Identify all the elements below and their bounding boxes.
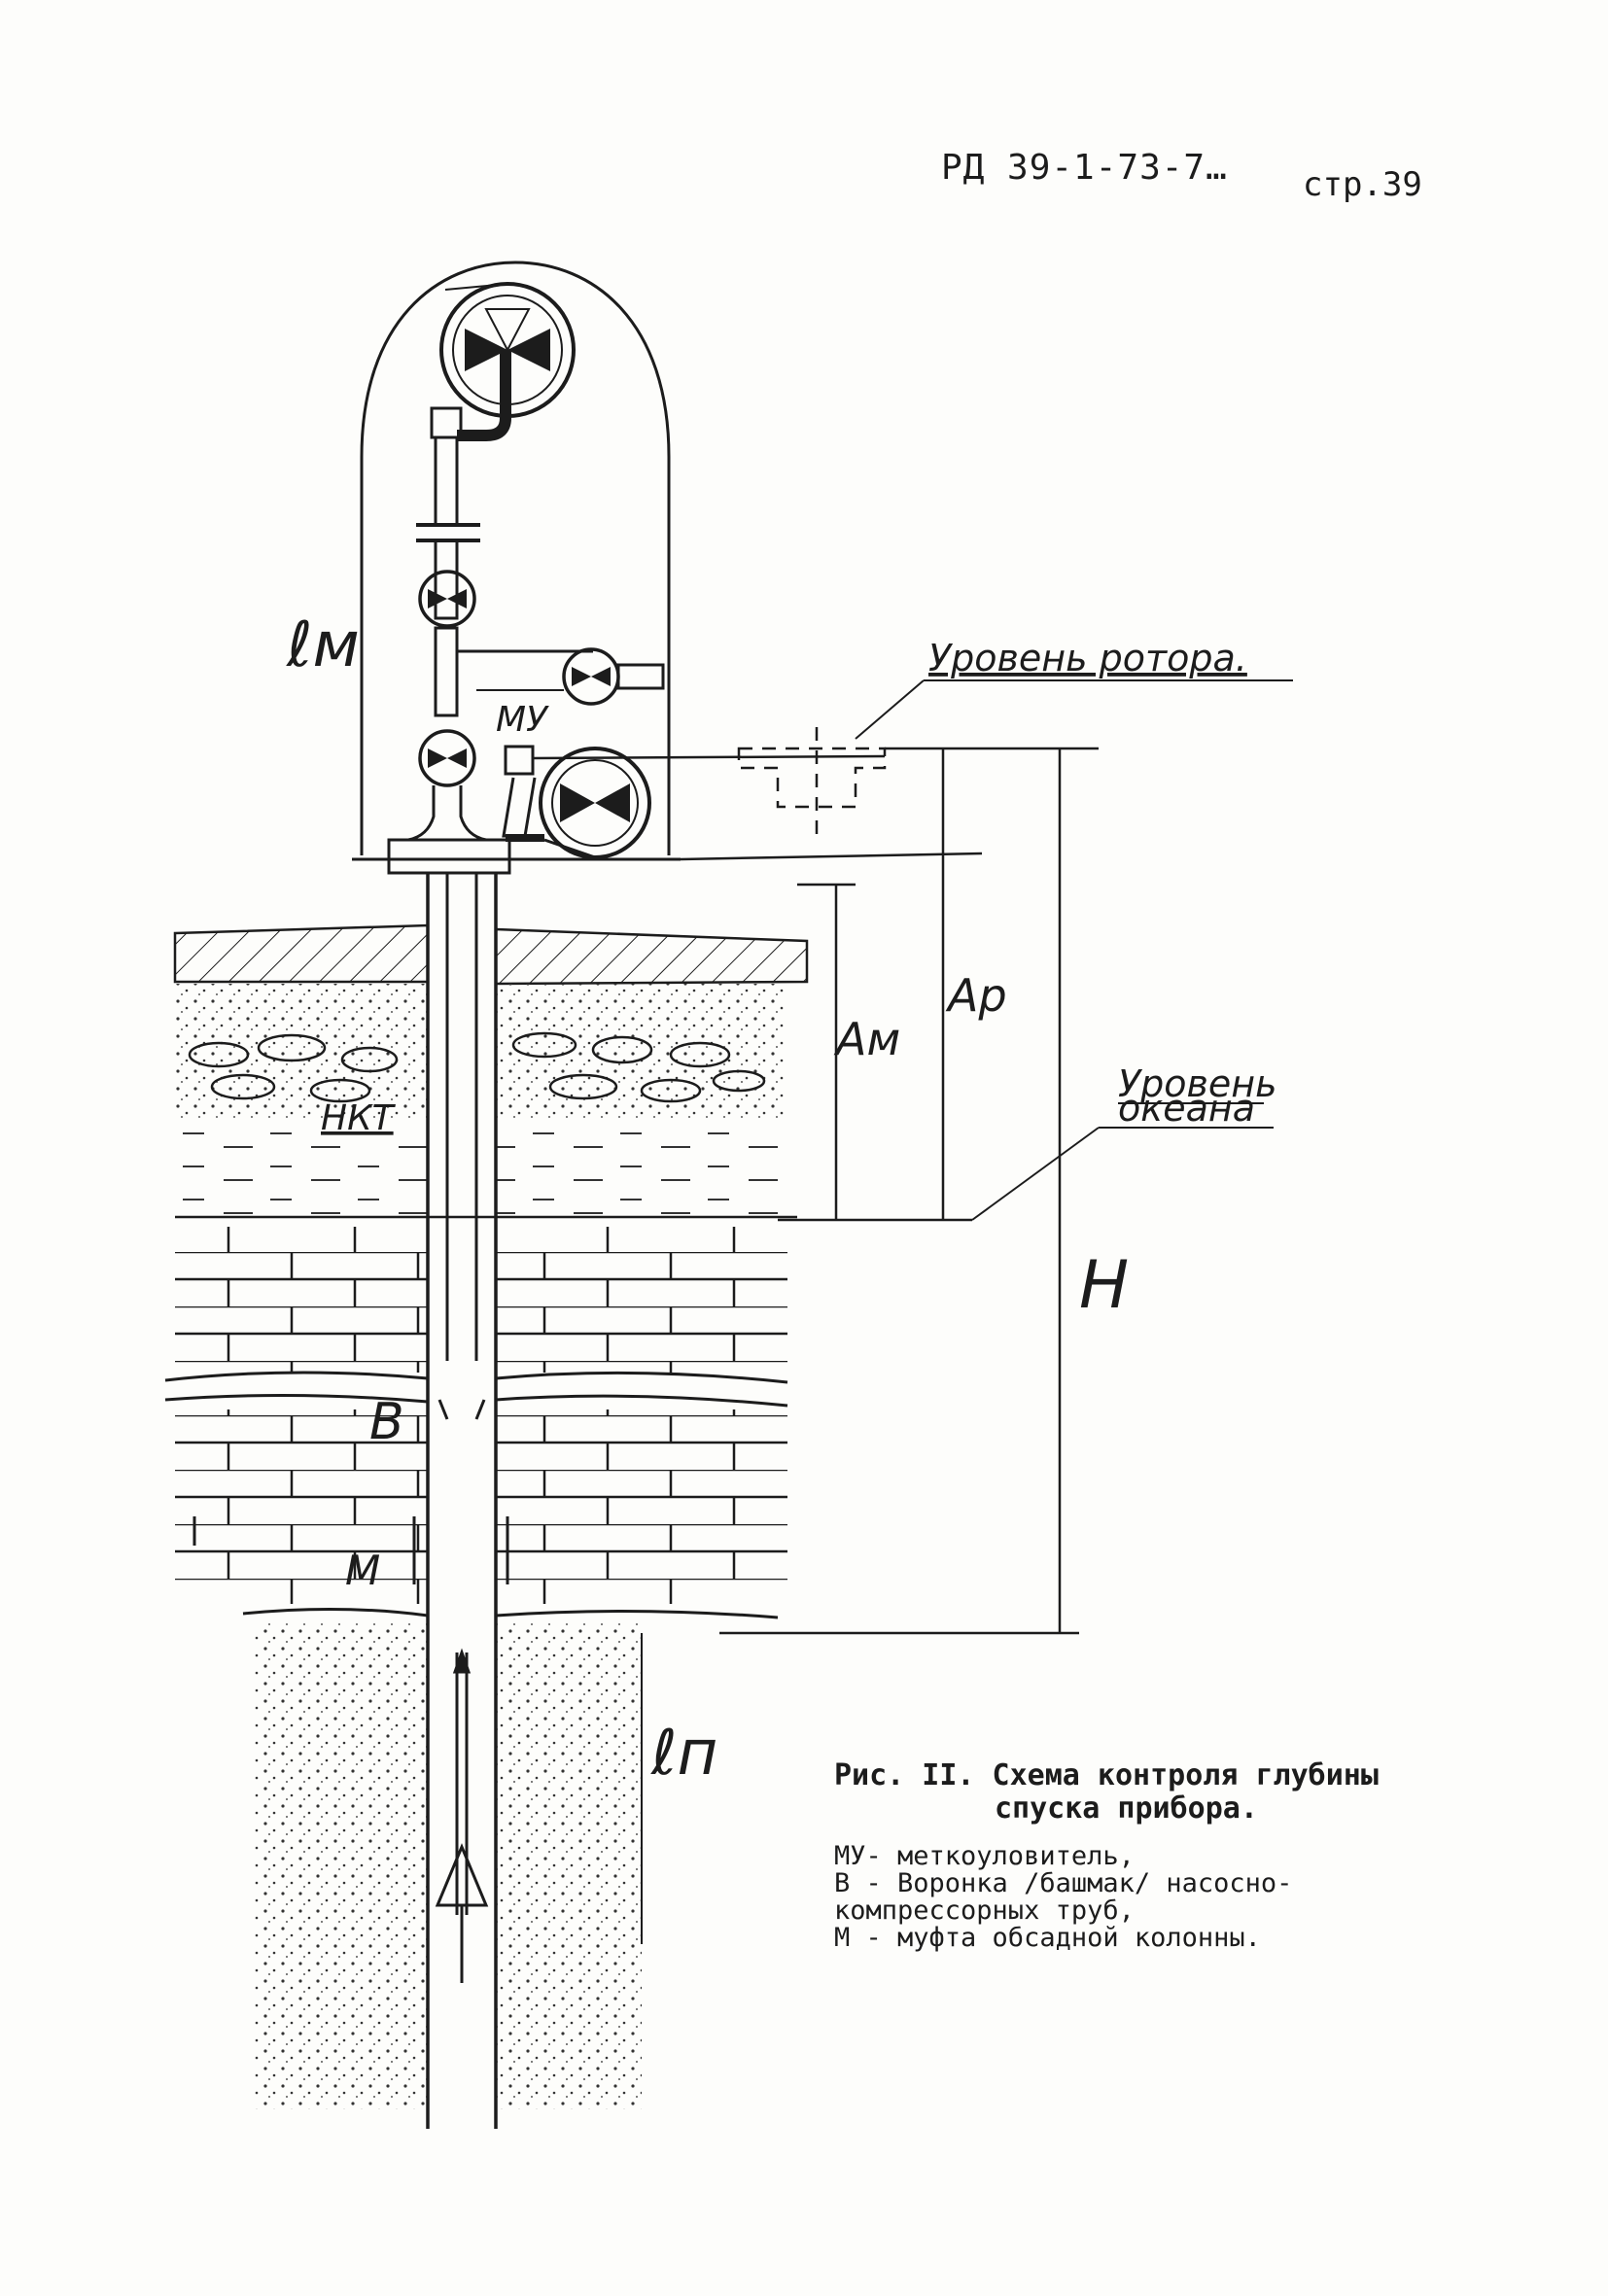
downhole-instrument-icon (435, 1648, 489, 1983)
rotor-table (737, 727, 887, 836)
label-nkt: НКТ (321, 1098, 397, 1138)
legend-item: МУ- меткоуловитель, (834, 1841, 1135, 1871)
label-my: МУ (496, 700, 549, 740)
label-h: Н (1079, 1247, 1129, 1324)
valve-master-icon (418, 729, 476, 787)
figure-caption: Рис. II. Схема контроля глубины спуска п… (834, 1759, 1456, 1952)
page-number: стр.39 (1303, 165, 1422, 204)
legend-item: В - Воронка /башмак/ насосно- (834, 1868, 1293, 1898)
label-rotor-level: Уровень ротора. (928, 637, 1247, 679)
label-m: М (345, 1547, 380, 1594)
tubing-nkt (445, 873, 478, 1361)
brick-layer-lower (175, 1409, 428, 1604)
valve-side-icon (562, 647, 620, 706)
derrick-dome (360, 261, 671, 855)
funnel-b-icon (437, 1399, 486, 1420)
caption-title: Рис. II. Схема контроля глубины (834, 1758, 1379, 1792)
label-b: В (369, 1393, 404, 1451)
label-ap: Ар (945, 969, 1007, 1022)
caption-legend: МУ- меткоуловитель, В - Воронка /башмак/… (834, 1843, 1456, 1952)
winch-drum-icon (539, 747, 651, 859)
label-am: Ам (833, 1013, 900, 1065)
caption-subtitle: спуска прибора. (995, 1792, 1258, 1826)
brick-layer-upper (175, 1227, 428, 1373)
label-ocean-level-1: Уровень (1118, 1062, 1277, 1105)
label-lm: ℓм (286, 609, 360, 681)
casing-walls (426, 873, 498, 2129)
valve-upper-icon (418, 570, 476, 628)
gravel-layer (175, 984, 428, 1120)
dimension-lines (719, 747, 1099, 1635)
legend-item: компрессорных труб, (834, 1896, 1135, 1926)
soil-top-layer (173, 923, 430, 984)
my-counter-box (504, 745, 535, 776)
label-lp: ℓп (650, 1718, 717, 1790)
legend-item: М - муфта обсадной колонны. (834, 1923, 1261, 1953)
document-code: РД 39-1-73-7… (941, 148, 1228, 188)
reservoir-layer (253, 1623, 428, 2109)
label-ocean-level-2: океана (1118, 1087, 1255, 1130)
clay-layer (175, 1120, 428, 1217)
